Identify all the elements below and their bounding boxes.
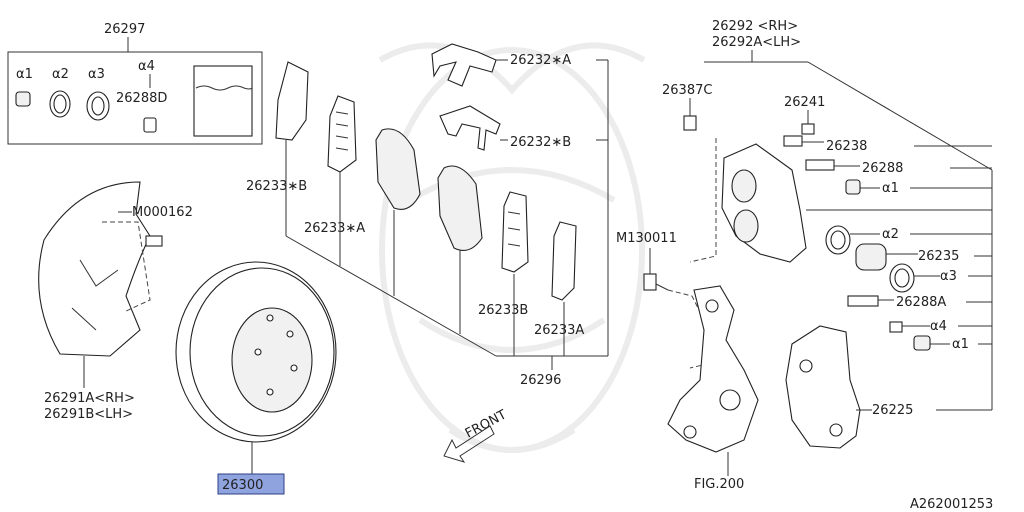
diagram-code: A262001253 [910,497,993,512]
dust-cover-icon [38,181,151,357]
piston-26235-icon [855,243,887,271]
label-a3-kit[interactable]: α3 [88,67,105,82]
bolt-M130011-icon [643,273,657,291]
bolt-M000162-icon [145,235,163,247]
caliper-body-icon [721,143,807,263]
brake-pad-outer-icon [375,128,421,210]
label-a1-bottom[interactable]: α1 [952,337,969,352]
guide-pin-26288A-icon [847,295,879,307]
caliper-group: 26292 <RH> 26292A<LH> 26387C 26241 26238… [662,19,993,449]
guide-pin-boot-icon [143,117,157,133]
label-26241[interactable]: 26241 [784,95,825,110]
caliper-support-icon [785,325,861,449]
dust-boot-icon [15,91,31,107]
steering-knuckle-icon [667,285,759,453]
pad-clip-b-icon [439,105,501,151]
bushing-a4-icon [889,321,903,333]
watermark-emblem [378,42,646,453]
label-a1-right[interactable]: α1 [882,181,899,196]
grease-pack-icon [193,65,253,137]
label-26238[interactable]: 26238 [826,139,867,154]
label-26291A[interactable]: 26291A<RH> [44,391,135,406]
front-arrow-icon [443,425,495,463]
label-26233A-star[interactable]: 26233∗A [304,221,365,236]
bleeder-screw-icon [683,115,697,131]
label-a4-kit[interactable]: α4 [138,59,155,74]
label-26288[interactable]: 26288 [862,161,903,176]
label-M130011[interactable]: M130011 [616,231,677,246]
label-26233B[interactable]: 26233B [478,303,528,318]
pad-shim-icon [327,95,357,173]
label-26297[interactable]: 26297 [104,22,145,37]
outer-shim-icon [275,61,309,141]
inner-shim-icon [501,191,529,273]
pad-clip-a-icon [431,43,497,87]
label-26232B[interactable]: 26232∗B [510,135,571,150]
label-26288A[interactable]: 26288A [896,295,946,310]
label-26233A[interactable]: 26233A [534,323,584,338]
wear-indicator-icon [551,221,577,301]
kit-26297-group: 26297 α1 α2 α3 α4 26288D [7,22,263,145]
label-a4-right[interactable]: α4 [930,319,947,334]
label-26233B-star[interactable]: 26233∗B [246,179,307,194]
bleeder-assembly-icon [783,135,803,147]
label-fig200[interactable]: FIG.200 [694,477,744,492]
label-26292A[interactable]: 26292A<LH> [712,35,801,50]
label-a2-kit[interactable]: α2 [52,67,69,82]
label-front[interactable]: FRONT [463,407,509,441]
label-a2-right[interactable]: α2 [882,227,899,242]
knuckle-group: M130011 FIG.200 [616,231,759,492]
label-26387C[interactable]: 26387C [662,83,712,98]
label-26291B[interactable]: 26291B<LH> [44,407,133,422]
label-26225[interactable]: 26225 [872,403,913,418]
bleeder-cap-icon [801,123,815,135]
boot-a1-bottom-icon [913,335,931,351]
label-26300[interactable]: 26300 [222,478,263,493]
brake-pad-inner-icon [437,165,483,251]
pads-and-shims-group: 26232∗A 26232∗B 26233∗B 26233∗A 26233B 2… [246,43,609,388]
guide-pin-26288-icon [805,159,835,171]
label-M000162[interactable]: M000162 [132,205,193,220]
label-26288D[interactable]: 26288D [116,91,167,106]
label-26235[interactable]: 26235 [918,249,959,264]
label-26292[interactable]: 26292 <RH> [712,19,798,34]
dust-cover-group: M000162 26291A<RH> 26291B<LH> [38,181,193,422]
label-26296[interactable]: 26296 [520,373,561,388]
label-26232A[interactable]: 26232∗A [510,53,571,68]
highlight-26300[interactable] [217,473,285,495]
label-a3-right[interactable]: α3 [940,269,957,284]
label-a1-kit[interactable]: α1 [16,67,33,82]
boot-a1-icon [845,179,861,195]
disc-rotor-group: 26300 [175,261,337,495]
